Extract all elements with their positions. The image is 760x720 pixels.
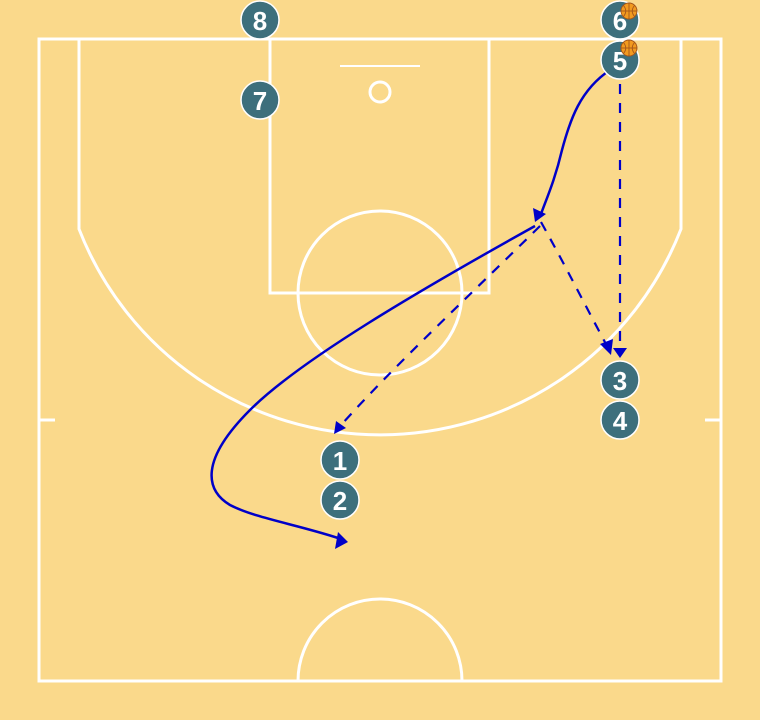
player-marker: [600, 400, 640, 440]
dribble-path-loop: [210, 224, 536, 540]
arrowhead: [533, 208, 546, 222]
player-1[interactable]: 1: [320, 440, 360, 480]
rim: [368, 80, 392, 104]
arrowhead: [334, 421, 346, 434]
player-marker: [240, 80, 280, 120]
player-number: 4: [613, 406, 628, 436]
player-8[interactable]: 8: [240, 0, 280, 40]
player-5[interactable]: 5: [600, 39, 640, 80]
free-throw-circle: [296, 209, 464, 377]
player-number: 2: [333, 486, 347, 516]
players: 8 6 5 7: [240, 0, 640, 520]
player-number: 3: [613, 366, 627, 396]
three-point-line: [77, 39, 683, 437]
player-4[interactable]: 4: [600, 400, 640, 440]
center-circle: [296, 597, 464, 682]
player-marker: [240, 0, 280, 40]
arrowhead: [600, 339, 613, 355]
player-marker: [600, 360, 640, 400]
basketball-icon: [620, 2, 638, 20]
player-2[interactable]: 2: [320, 480, 360, 520]
player-number: 8: [253, 6, 267, 36]
paint-key: [268, 37, 491, 295]
player-6[interactable]: 6: [600, 0, 640, 40]
player-3[interactable]: 3: [600, 360, 640, 400]
player-marker: [320, 440, 360, 480]
player-number: 1: [333, 446, 347, 476]
dribble-path-5: [539, 68, 611, 215]
player-marker: [320, 480, 360, 520]
court-markings: [37, 37, 723, 683]
player-number: 7: [253, 86, 267, 116]
arrowhead: [613, 348, 627, 358]
movement-lines: [210, 68, 627, 549]
player-7[interactable]: 7: [240, 80, 280, 120]
pass-path-to-1: [341, 225, 541, 425]
basketball-icon: [620, 39, 638, 57]
arrowhead: [335, 532, 348, 549]
